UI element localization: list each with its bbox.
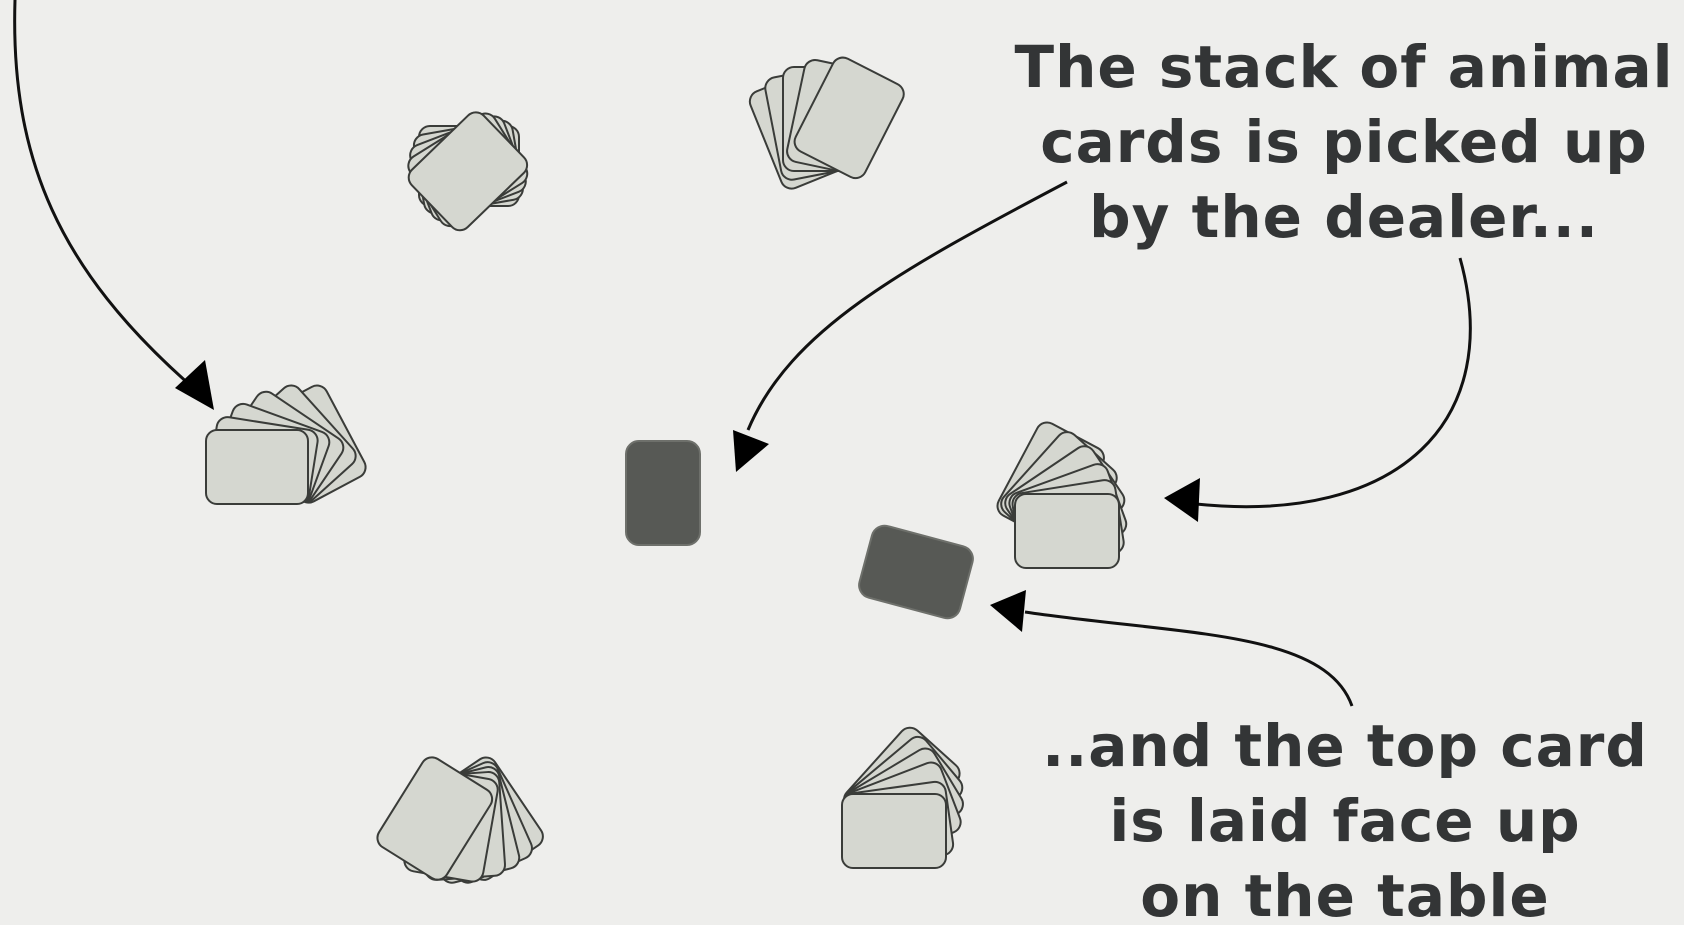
callout-top-line-1: ..and the top card <box>1042 712 1648 780</box>
callout-top-card-laid: ..and the top card is laid face up on th… <box>1010 709 1680 925</box>
dealer-card-stack <box>625 440 701 546</box>
callout-stack-line-1: The stack of animal <box>1014 33 1674 101</box>
arrow-to-right-hand <box>1164 257 1472 522</box>
player-hand-bottom-left <box>376 756 544 884</box>
arrow-to-dealer-stack <box>733 180 1068 472</box>
player-hand-left <box>205 384 367 505</box>
player-hand-top-left <box>407 111 529 232</box>
player-hand-top-middle <box>748 56 905 190</box>
callout-stack-picked-up: The stack of animal cards is picked up b… <box>1004 30 1684 255</box>
callout-top-line-3: on the table <box>1140 862 1550 925</box>
player-hand-right <box>996 421 1128 569</box>
arrow-to-top-card <box>990 590 1354 707</box>
arrow-to-left-hand <box>13 0 214 410</box>
top-card-on-table <box>858 524 974 620</box>
callout-stack-line-3: by the dealer... <box>1089 183 1599 251</box>
callout-stack-line-2: cards is picked up <box>1040 108 1648 176</box>
player-hand-bottom-right <box>841 726 964 869</box>
callout-top-line-2: is laid face up <box>1109 787 1581 855</box>
